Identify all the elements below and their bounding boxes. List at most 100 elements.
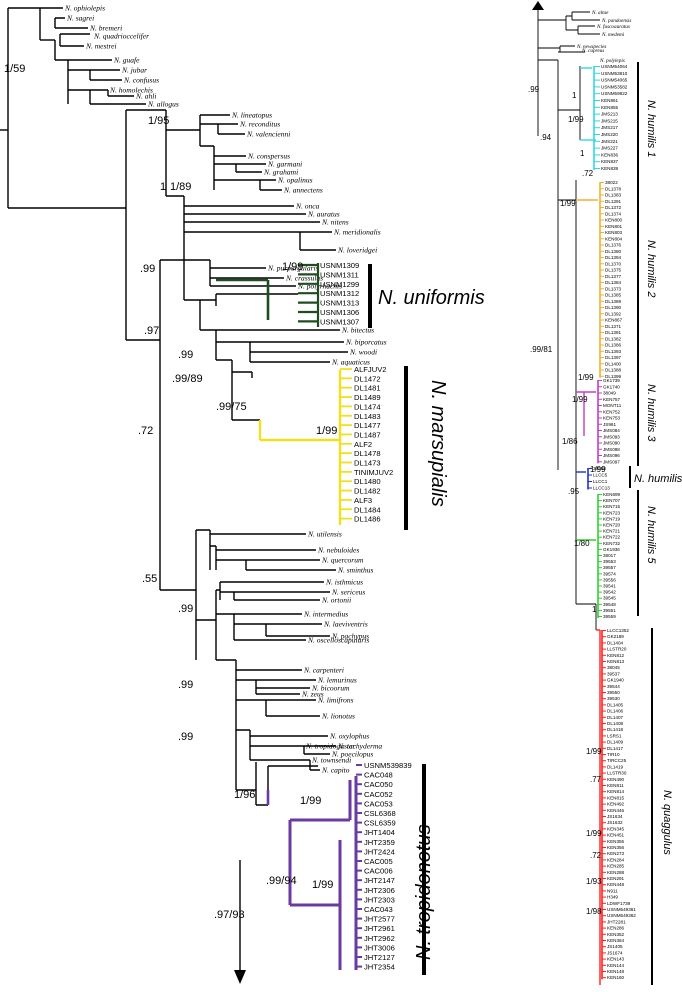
support-value: 1/99	[282, 261, 303, 273]
specimen-label: KEN722	[603, 535, 621, 540]
taxon-label: N. guafe	[113, 56, 140, 65]
taxon-label: N. sericeus	[331, 588, 365, 597]
specimen-label: USNM53810	[601, 71, 628, 76]
taxon-label: N. nitens	[321, 218, 349, 227]
support-value: .72	[582, 169, 594, 178]
specimen-label: KEN804	[605, 236, 623, 241]
specimen-label: LSRS1	[607, 733, 622, 738]
specimen-label: KEN815	[607, 795, 625, 800]
support-value: .72	[138, 425, 153, 437]
taxon-label: N. newspecies	[576, 44, 606, 50]
specimen-label: DL1484	[354, 505, 381, 514]
specimen-label: KEN286	[607, 926, 625, 931]
specimen-label: JMS217	[601, 125, 618, 130]
taxon-label: N. mestrei	[85, 42, 117, 51]
support-value: .99	[528, 85, 540, 94]
taxon-label: N. loveridgei	[337, 246, 377, 255]
specimen-label: JHT2303	[364, 895, 395, 904]
taxon-label: N. opalinus	[277, 176, 313, 185]
taxon-label: N. allogus	[147, 100, 179, 109]
specimen-label: KEN812	[607, 653, 625, 658]
support-value: 1/95	[148, 115, 169, 127]
specimen-label: DL1400	[605, 361, 622, 366]
specimen-label: 38022	[605, 180, 618, 185]
specimen-label: DL1408	[607, 721, 624, 726]
specimen-label: DL1371	[605, 324, 622, 329]
taxon-label: N. pachypus	[331, 632, 369, 641]
specimen-label: 39530	[607, 696, 620, 701]
specimen-label: GK1740	[603, 384, 620, 389]
specimen-label: KEN148	[607, 969, 625, 974]
specimen-label: DL1481	[354, 384, 381, 393]
taxon-label: N. polyrhachis	[297, 282, 342, 291]
specimen-label: KEN813	[607, 659, 625, 664]
specimen-label: DL1486	[354, 515, 381, 524]
taxon-label: N. conspersus	[247, 152, 290, 161]
specimen-label: 39556	[603, 577, 616, 582]
specimen-label: DL1388	[605, 368, 622, 373]
specimen-label: JMS213	[601, 112, 618, 117]
support-value: 1/99	[560, 199, 576, 208]
taxon-label: N. lemurinus	[317, 676, 357, 685]
specimen-label: KEN867	[605, 318, 623, 323]
specimen-label: 39548	[603, 602, 616, 607]
support-value: 1	[160, 181, 166, 193]
taxon-label: N. laeviventris	[323, 620, 368, 629]
specimen-label: USNM1306	[320, 308, 359, 317]
specimen-label: KEN839	[601, 166, 619, 171]
support-value: 1/80	[574, 539, 590, 548]
specimen-label: 39545	[603, 596, 616, 601]
specimen-label: USNM59822	[601, 91, 628, 96]
specimen-label: DL1419	[607, 764, 624, 769]
specimen-label: DL1473	[354, 459, 381, 468]
specimen-label: JMS220	[601, 132, 618, 137]
support-value: .99	[178, 679, 193, 691]
taxon-label: N. bitectus	[341, 326, 374, 335]
taxon-label: N. limifrons	[317, 696, 354, 705]
taxon-label: N. oscelloscapularis	[307, 636, 369, 645]
specimen-label: KEN492	[607, 802, 625, 807]
specimen-label: USNM1311	[320, 270, 359, 279]
clade-name-humilis1: N. humilis 1	[645, 100, 657, 157]
specimen-label: ALF2	[354, 440, 372, 449]
specimen-label: GK2189	[607, 634, 624, 639]
specimen-label: 39542	[603, 590, 616, 595]
specimen-label: JS1632	[607, 820, 623, 825]
specimen-label: ALF3	[354, 496, 372, 505]
taxon-label: N. grahami	[263, 168, 298, 177]
support-value: .97/93	[214, 909, 245, 921]
specimen-label: KEN356	[607, 845, 625, 850]
specimen-label: KEN721	[603, 529, 621, 534]
specimen-label: DL1489	[354, 393, 381, 402]
specimen-label: USNM1312	[320, 289, 359, 298]
arrow-down-icon	[234, 970, 246, 984]
specimen-label: DL1376	[605, 243, 622, 248]
specimen-label: DL1393	[605, 349, 622, 354]
specimen-label: DL1474	[354, 402, 381, 411]
specimen-label: 39544	[607, 684, 620, 689]
specimen-label: DL1407	[607, 715, 624, 720]
taxon-label: N. townsendi	[311, 756, 351, 765]
taxon-label: N. carpenteri	[303, 666, 344, 675]
specimen-label: CSL6368	[364, 809, 396, 818]
taxon-label: N. nebuloides	[317, 546, 359, 555]
taxon-label: N. intermedius	[303, 610, 348, 619]
support-value: .99/94	[266, 875, 297, 887]
specimen-label: USNM54065	[601, 78, 628, 83]
specimen-label: KEN448	[607, 882, 625, 887]
specimen-label: 38049	[603, 391, 616, 396]
clade-name-humilis4: N. humilis 4	[634, 473, 682, 485]
specimen-label: DL1482	[354, 487, 381, 496]
specimen-label: KEN284	[607, 857, 625, 862]
taxon-label: N. confusus	[123, 76, 159, 85]
specimen-label: JMS097	[603, 459, 620, 464]
specimen-label: KEN160	[607, 975, 625, 980]
taxon-label: N. ahli	[135, 92, 156, 101]
specimen-label: LLSTR20	[607, 647, 627, 652]
taxon-label: N. purpurgularis	[267, 264, 319, 273]
specimen-label: 39550	[607, 690, 620, 695]
clade-name-quaggulus: N. quaggulus	[661, 790, 673, 855]
support-value: 1/96	[234, 789, 255, 801]
specimen-label: KEN288	[607, 870, 625, 875]
